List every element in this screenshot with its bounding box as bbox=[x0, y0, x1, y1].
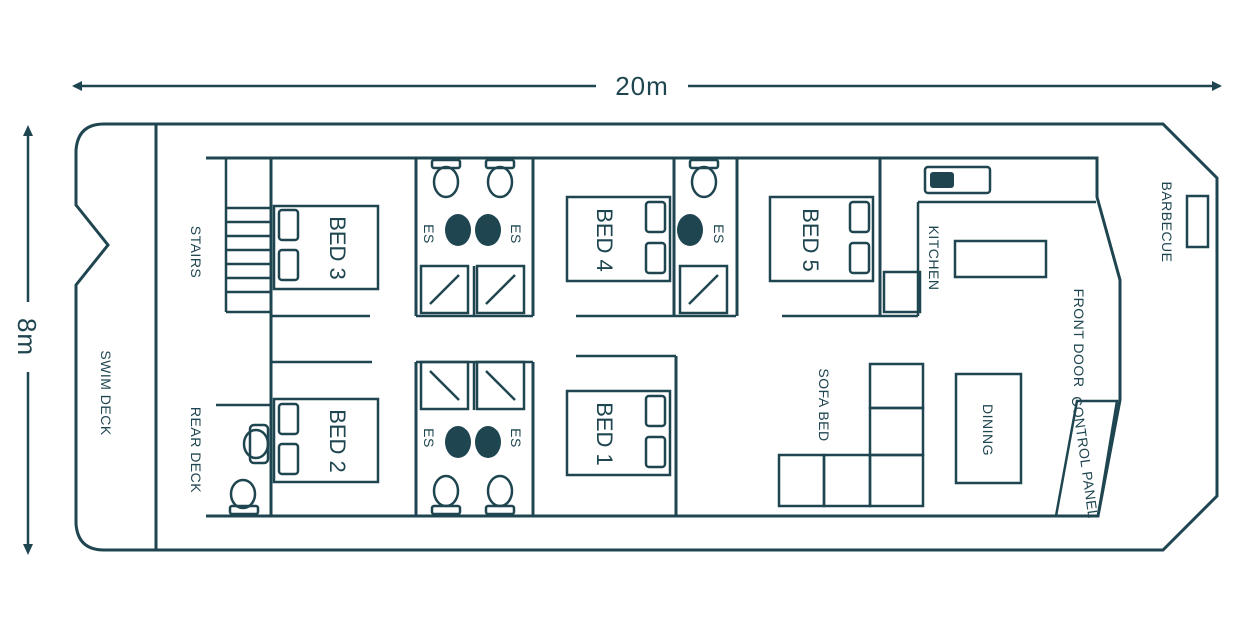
swim-deck-label: SWIM DECK bbox=[98, 350, 114, 436]
length-label: 20m bbox=[615, 71, 669, 101]
front-door-label: FRONT DOOR bbox=[1071, 289, 1087, 388]
ensuite-top-right: ES bbox=[475, 158, 526, 315]
stairs-label: STAIRS bbox=[188, 226, 204, 279]
dining-label: DINING bbox=[980, 404, 996, 456]
rear-deck-label: REAR DECK bbox=[188, 407, 204, 493]
rear-deck-toilet bbox=[228, 423, 270, 516]
es-label-5: ES bbox=[508, 428, 524, 448]
es-label-3: ES bbox=[711, 224, 727, 244]
sofa-bed: SOFA BED bbox=[777, 362, 925, 508]
front-door-label-text: FRONT DOOR bbox=[1071, 289, 1087, 388]
ensuite-top-left: ES bbox=[419, 158, 471, 315]
bed-3: BED 3 bbox=[272, 204, 380, 291]
stairs bbox=[224, 158, 273, 314]
kitchen-label: KITCHEN bbox=[926, 226, 942, 291]
bed-5: BED 5 bbox=[768, 195, 875, 283]
bed-2: BED 2 bbox=[272, 397, 380, 484]
es-label-2: ES bbox=[508, 224, 524, 244]
bed-4: BED 4 bbox=[565, 195, 672, 283]
bed-4-label: BED 4 bbox=[592, 208, 617, 272]
bed-5-label: BED 5 bbox=[798, 208, 823, 272]
control-panel-label: CONTROL PANEL bbox=[1068, 395, 1101, 519]
es-label-1: ES bbox=[421, 224, 437, 244]
bed-1: BED 1 bbox=[565, 389, 672, 477]
es-label-4: ES bbox=[421, 428, 437, 448]
ensuite-bottom-left: ES bbox=[419, 360, 471, 516]
bed-2-label: BED 2 bbox=[325, 409, 350, 473]
control-panel: CONTROL PANEL bbox=[1054, 395, 1119, 519]
ensuite-bottom-right: ES bbox=[475, 360, 526, 516]
barbecue-label: BARBECUE bbox=[1159, 181, 1175, 262]
barbecue: BARBECUE bbox=[1159, 181, 1210, 263]
dining-table: DINING bbox=[954, 372, 1023, 485]
width-dimension: 8m bbox=[12, 125, 42, 555]
hull-outline bbox=[74, 122, 1219, 552]
kitchen: KITCHEN bbox=[882, 165, 1048, 314]
length-dimension: 20m bbox=[72, 71, 1222, 101]
width-label: 8m bbox=[12, 318, 42, 356]
ensuite-bed-4: ES bbox=[677, 158, 729, 315]
sofa-bed-label: SOFA BED bbox=[816, 368, 832, 441]
bed-1-label: BED 1 bbox=[592, 402, 617, 466]
bed-3-label: BED 3 bbox=[325, 216, 350, 280]
